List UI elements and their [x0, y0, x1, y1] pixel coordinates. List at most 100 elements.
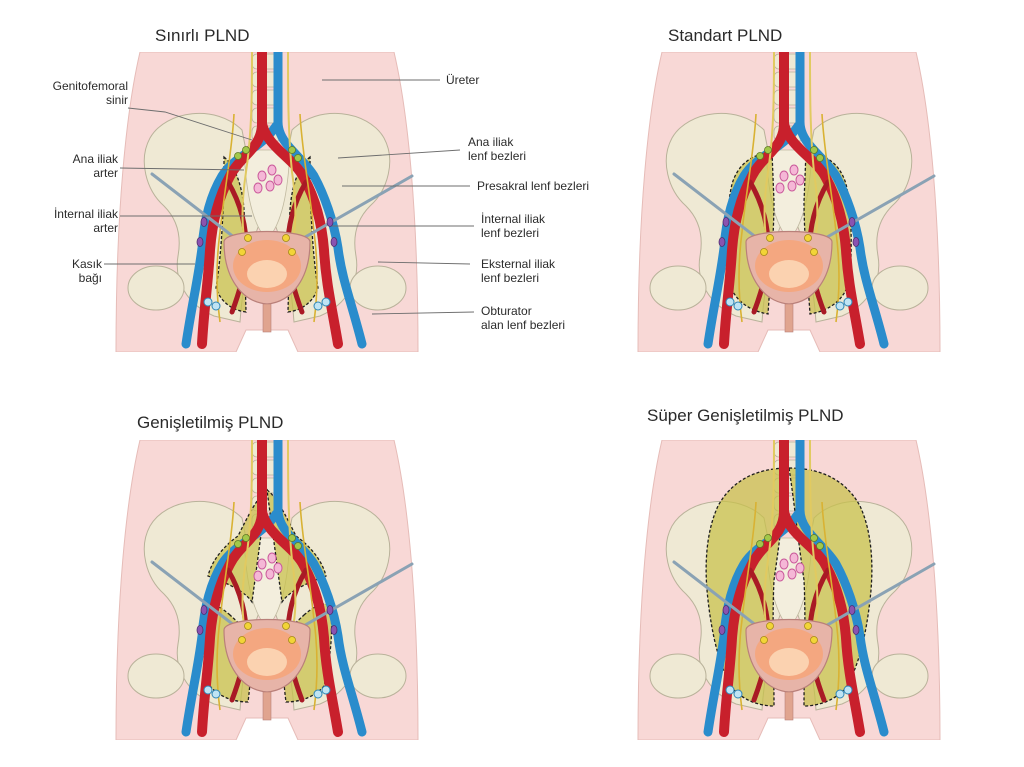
anatomy-diagram-limited: [115, 52, 419, 352]
obturator-lymph-node: [313, 301, 323, 311]
external-iliac-lymph-node: [330, 625, 338, 635]
external-iliac-lymph-node: [330, 237, 338, 247]
left-femoral-head: [649, 265, 707, 311]
external-iliac-lymph-node: [852, 237, 860, 247]
right-iliac-artery: [257, 507, 343, 737]
presacral-lymph-node: [267, 164, 277, 176]
common-iliac-lymph-node: [764, 146, 772, 154]
presacral-lymph-node: [795, 562, 805, 574]
vena-cava-right-iliac-vein: [273, 52, 367, 349]
right-iliac-artery: [779, 119, 865, 349]
internal-iliac-lymph-node: [244, 622, 252, 630]
external-iliac-lymph-node: [200, 605, 208, 615]
internal-iliac-lymph-node: [244, 234, 252, 242]
anatomy-diagram-standard: [637, 52, 941, 352]
anatomy-diagram-extended: [115, 440, 419, 740]
right-iliac-artery: [779, 507, 865, 737]
common-iliac-lymph-node: [764, 534, 772, 542]
presacral-lymph-node: [265, 568, 275, 580]
obturator-lymph-node: [321, 685, 331, 695]
obturator-lymph-node: [835, 301, 845, 311]
urethra: [262, 691, 272, 721]
urethra: [262, 303, 272, 333]
internal-iliac-lymph-node: [238, 636, 246, 644]
right-retractor: [806, 174, 936, 250]
internal-iliac-lymph-node: [760, 248, 768, 256]
bladder-highlight: [247, 648, 287, 676]
internal-iliac-lymph-node: [804, 622, 812, 630]
common-iliac-lymph-node: [810, 146, 818, 154]
common-iliac-lymph-node: [242, 534, 250, 542]
vena-cava-right-iliac-vein: [273, 440, 367, 737]
presacral-lymph-node: [273, 562, 283, 574]
left-femoral-head: [127, 653, 185, 699]
internal-iliac-lymph-node: [766, 234, 774, 242]
external-iliac-lymph-node: [848, 605, 856, 615]
leader-obturator-nodes: [371, 311, 475, 315]
vena-cava-right-iliac-vein: [795, 52, 889, 349]
external-iliac-lymph-node: [848, 217, 856, 227]
common-iliac-lymph-node: [234, 152, 242, 160]
left-genitofemoral-nerve: [216, 501, 235, 711]
presacral-lymph-node: [775, 182, 785, 194]
external-iliac-lymph-node: [718, 625, 726, 635]
internal-iliac-lymph-node: [282, 622, 290, 630]
internal-iliac-lymph-node: [804, 234, 812, 242]
presacral-lymph-node: [257, 558, 267, 570]
external-iliac-lymph-node: [722, 217, 730, 227]
obturator-lymph-node: [843, 685, 853, 695]
common-iliac-lymph-node: [288, 534, 296, 542]
leader-common-iliac-artery: [119, 167, 245, 171]
presacral-lymph-node: [775, 570, 785, 582]
vena-cava-right-iliac-vein: [795, 440, 889, 737]
obturator-lymph-node: [211, 301, 221, 311]
common-iliac-lymph-node: [288, 146, 296, 154]
common-iliac-lymph-node: [756, 152, 764, 160]
presacral-lymph-node: [779, 558, 789, 570]
presacral-lymph-node: [789, 164, 799, 176]
external-iliac-lymph-node: [200, 217, 208, 227]
external-iliac-lymph-node: [722, 605, 730, 615]
presacral-lymph-node: [257, 170, 267, 182]
common-iliac-lymph-node: [756, 540, 764, 548]
left-genitofemoral-nerve: [738, 113, 757, 323]
obturator-lymph-node: [733, 301, 743, 311]
presacral-lymph-node: [253, 570, 263, 582]
presacral-lymph-node: [787, 180, 797, 192]
common-iliac-lymph-node: [234, 540, 242, 548]
panel-title-super-extended: Süper Genişletilmiş PLND: [647, 406, 844, 425]
presacral-lymph-node: [779, 170, 789, 182]
right-retractor: [806, 562, 936, 638]
external-iliac-lymph-node: [196, 625, 204, 635]
urethra: [784, 691, 794, 721]
bladder-highlight: [769, 260, 809, 288]
anatomy-diagram-super-extended: [637, 440, 941, 740]
obturator-lymph-node: [835, 689, 845, 699]
obturator-lymph-node: [725, 297, 735, 307]
external-iliac-lymph-node: [326, 605, 334, 615]
internal-iliac-lymph-node: [282, 234, 290, 242]
leader-external-iliac-nodes: [377, 261, 471, 265]
presacral-lymph-node: [265, 180, 275, 192]
aorta-left-iliac-artery: [719, 52, 789, 349]
right-retractor: [284, 562, 414, 638]
right-retractor: [284, 174, 414, 250]
external-iliac-lymph-node: [326, 217, 334, 227]
internal-iliac-lymph-node: [288, 248, 296, 256]
bladder-highlight: [247, 260, 287, 288]
external-iliac-lymph-node: [718, 237, 726, 247]
common-iliac-lymph-node: [294, 542, 302, 550]
aorta-left-iliac-artery: [197, 440, 267, 737]
left-genitofemoral-nerve: [738, 501, 757, 711]
external-iliac-lymph-node: [852, 625, 860, 635]
obturator-lymph-node: [725, 685, 735, 695]
common-iliac-lymph-node: [816, 542, 824, 550]
panel-title-extended: Genişletilmiş PLND: [137, 413, 284, 432]
label-presacral-nodes: Presakral lenf bezleri: [477, 179, 590, 193]
